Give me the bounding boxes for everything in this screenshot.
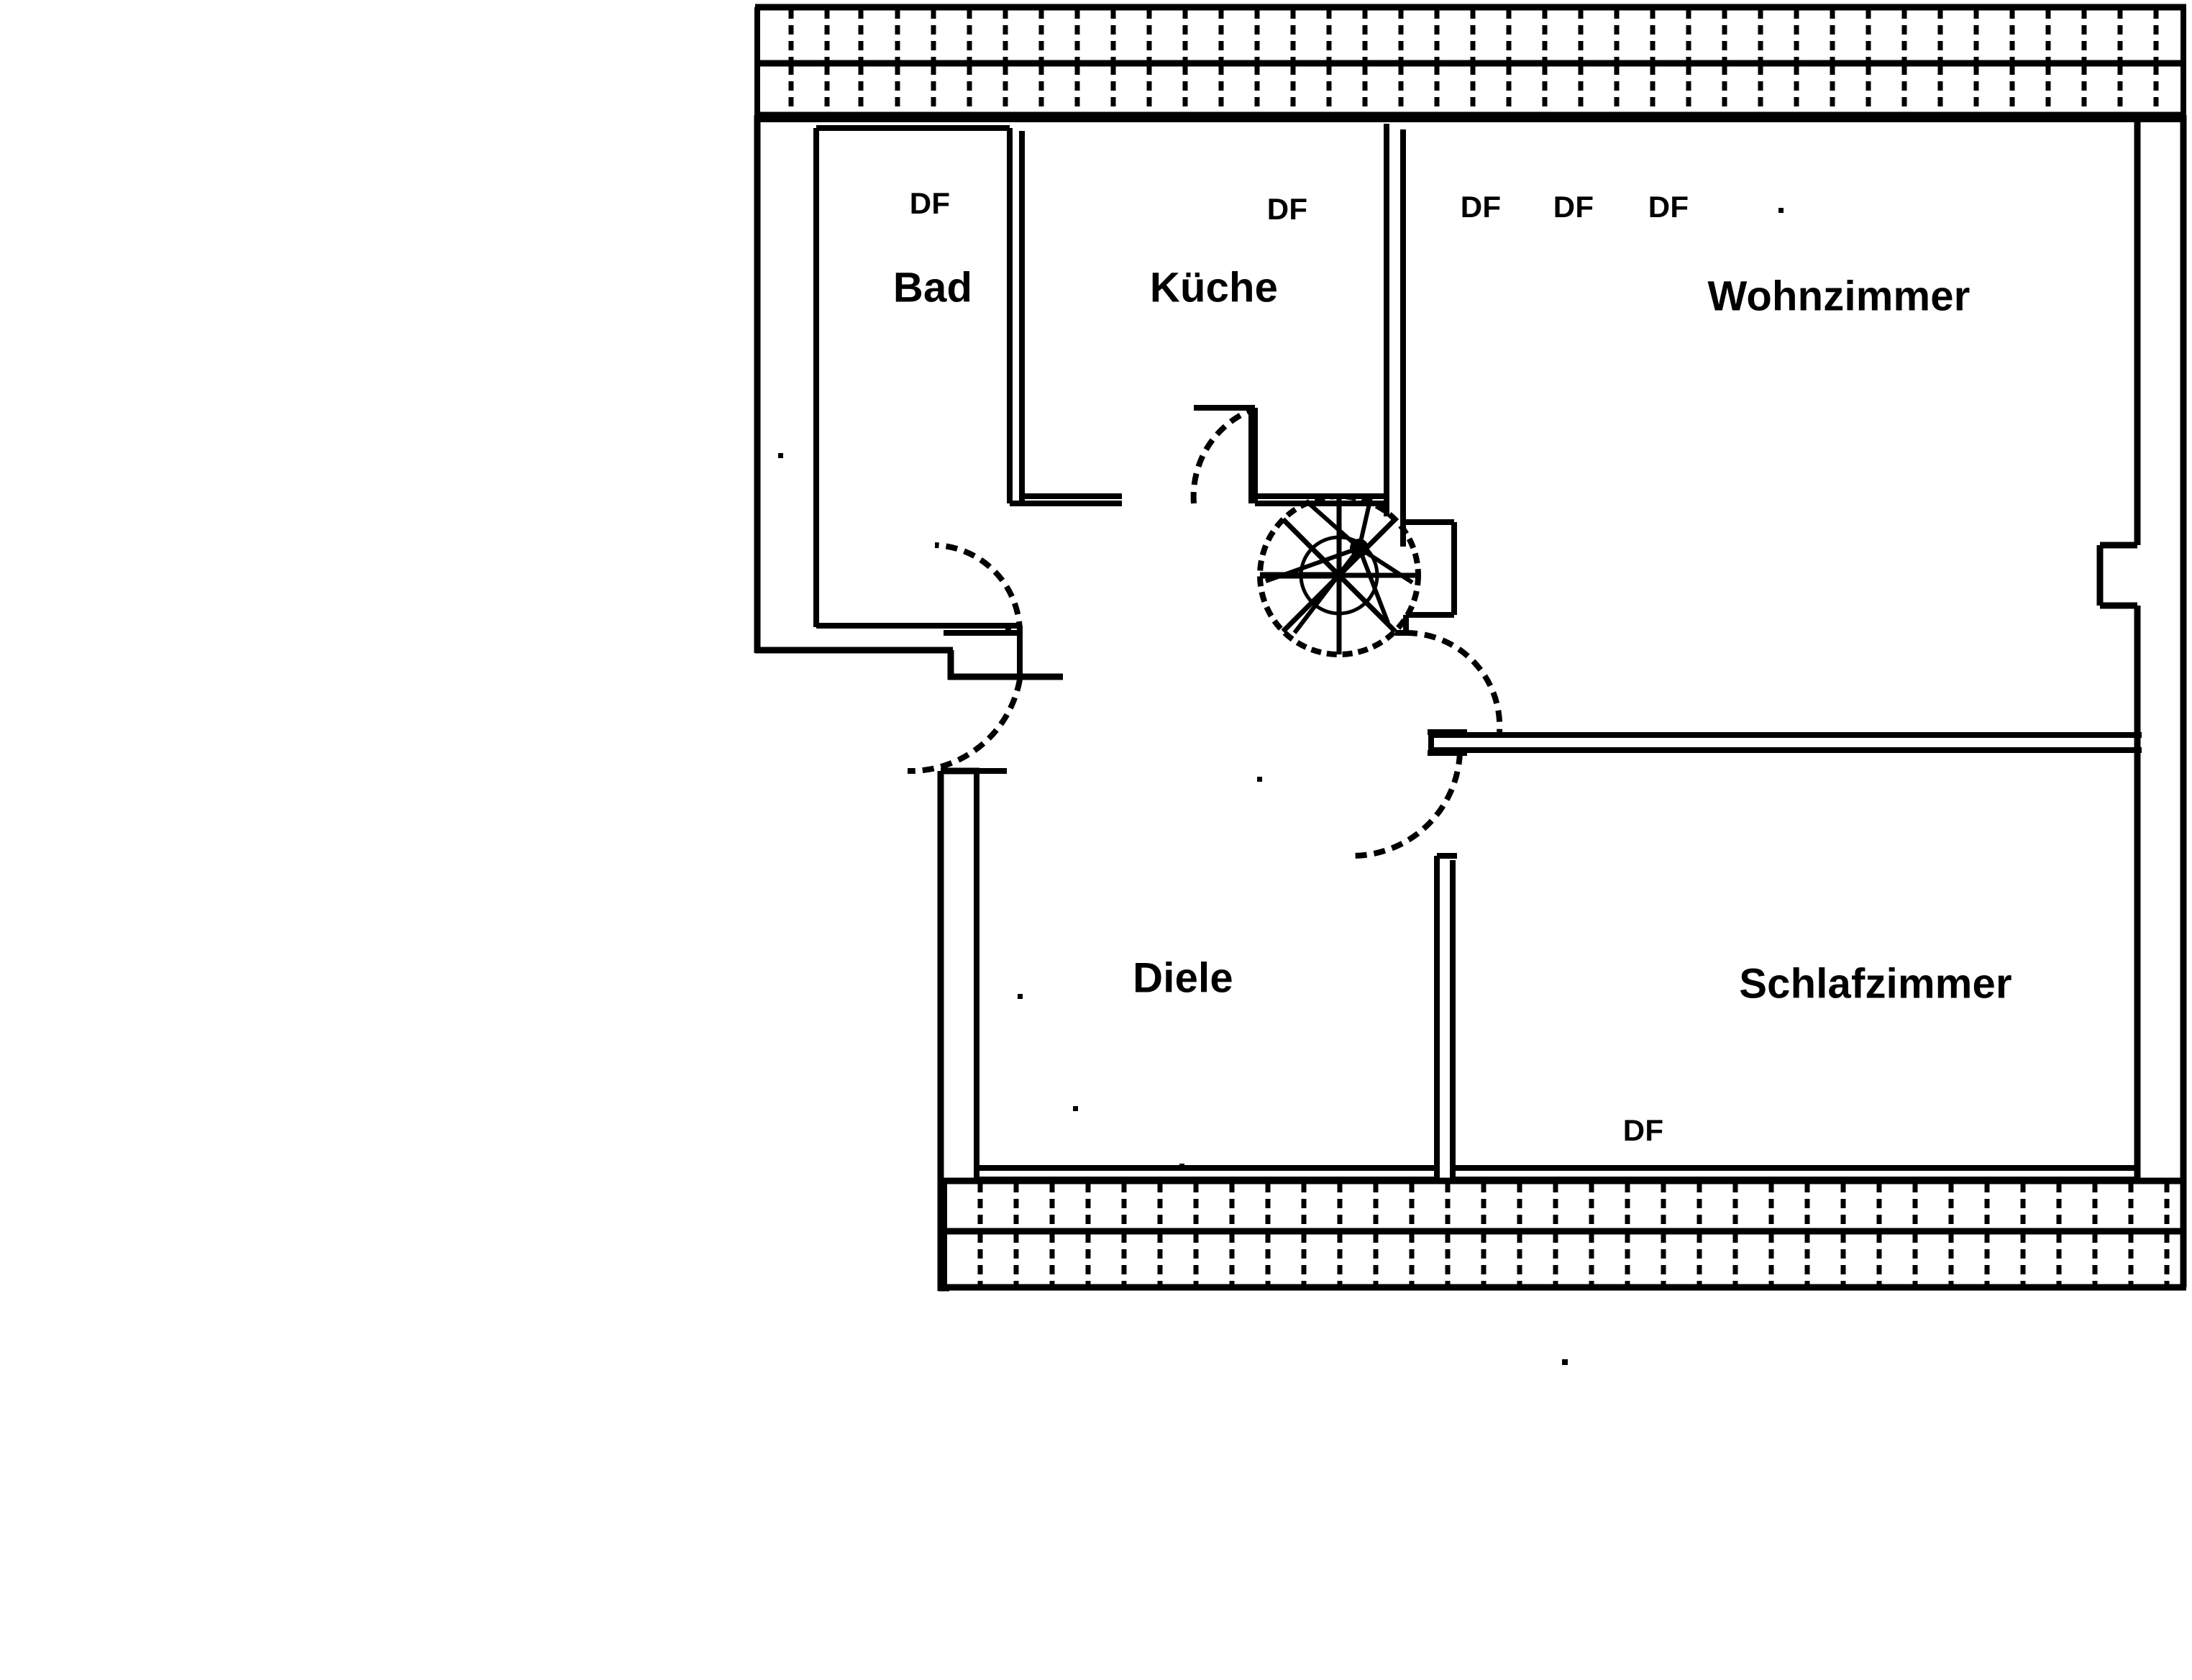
door-swings <box>907 407 1503 859</box>
room-label-bad: Bad <box>892 264 973 311</box>
door-swing-diele <box>907 679 1023 775</box>
window-marker-wohnzimmer-2: DF <box>1553 190 1594 224</box>
room-label-wohnzimmer: Wohnzimmer <box>1707 273 1970 320</box>
top-roof-band <box>754 4 2186 119</box>
outer-walls <box>754 115 2187 1292</box>
window-marker-kueche: DF <box>1266 192 1308 226</box>
bottom-roof-band <box>941 1177 2186 1291</box>
room-label-diele: Diele <box>1133 954 1233 1002</box>
room-label-schlafzimmer: Schlafzimmer <box>1739 960 2012 1008</box>
door-swing-wohnzimmer <box>1405 629 1503 733</box>
room-label-kueche: Küche <box>1149 264 1279 311</box>
door-swing-kueche <box>1190 407 1253 504</box>
door-swing-bad <box>934 542 1023 634</box>
inner-walls <box>757 117 2183 1183</box>
door-swing-schlafzimmer <box>1351 752 1463 859</box>
scan-specks <box>778 208 1784 1365</box>
window-marker-wohnzimmer-3: DF <box>1648 190 1689 224</box>
spiral-staircase-icon <box>1257 493 1421 657</box>
window-marker-schlafzimmer: DF <box>1622 1113 1664 1147</box>
window-marker-wohnzimmer-1: DF <box>1460 190 1502 224</box>
window-marker-bad: DF <box>909 186 951 220</box>
